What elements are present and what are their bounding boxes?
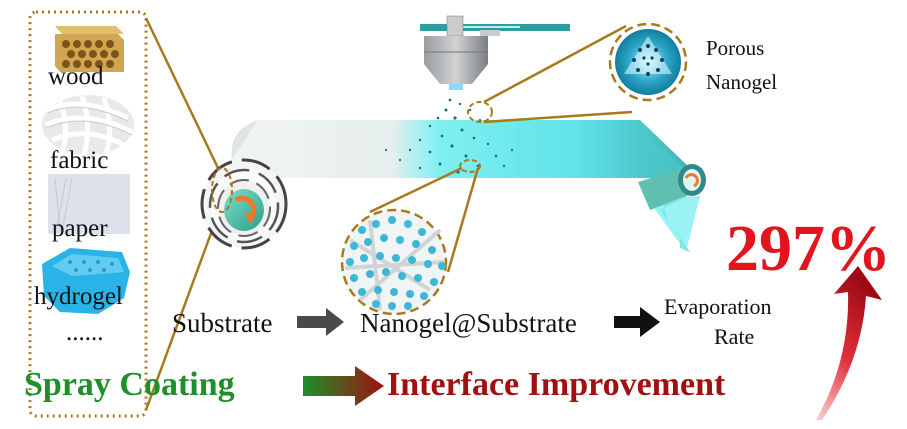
flow-step-substrate: Substrate [172, 308, 273, 338]
substrate-ellipsis: ...... [66, 319, 104, 346]
interface-improvement-title: Interface Improvement [387, 366, 726, 403]
conveyor-belt [231, 120, 700, 252]
increase-arrow-icon [816, 266, 882, 420]
zoom-line [369, 166, 463, 214]
zoom-circle [467, 101, 493, 123]
substrate-label-paper: paper [52, 215, 108, 242]
porous-nanogel-icon [608, 22, 688, 102]
porous-label-line1: Porous [706, 36, 765, 60]
spray-nozzle [420, 15, 570, 90]
flow-step-nanogel-substrate: Nanogel@Substrate [360, 308, 577, 338]
substrate-box [28, 10, 148, 418]
flow-step-evaporation: Evaporation [664, 294, 772, 319]
substrate-label-fabric: fabric [50, 147, 109, 174]
flow-arrow-1 [297, 308, 344, 336]
flow-arrow-2 [614, 307, 660, 337]
substrate-label-hydrogel: hydrogel [34, 283, 123, 310]
zoom-line [483, 110, 633, 124]
fabric-icon [42, 95, 134, 156]
paper-folds [54, 177, 73, 233]
spray-coating-title: Spray Coating [24, 366, 235, 403]
evaporation-increase-value: 297% [726, 212, 891, 285]
hydrogel-icon [42, 248, 130, 314]
zoom-line [483, 24, 627, 104]
flow-step-rate: Rate [714, 324, 755, 349]
spray-particles [384, 98, 514, 174]
substrate-roll [200, 158, 288, 250]
drive-roller [638, 164, 706, 210]
nanogel-surface-icon [340, 208, 448, 316]
porous-label-line2: Nanogel [706, 70, 778, 94]
belt-drop [648, 196, 700, 252]
zoom-line [446, 167, 480, 273]
substrate-label-wood: wood [48, 63, 104, 90]
zoom-circle [459, 159, 481, 173]
zoom-line [144, 17, 220, 169]
wood-icon [55, 26, 124, 72]
spray-to-interface-arrow [303, 366, 384, 406]
